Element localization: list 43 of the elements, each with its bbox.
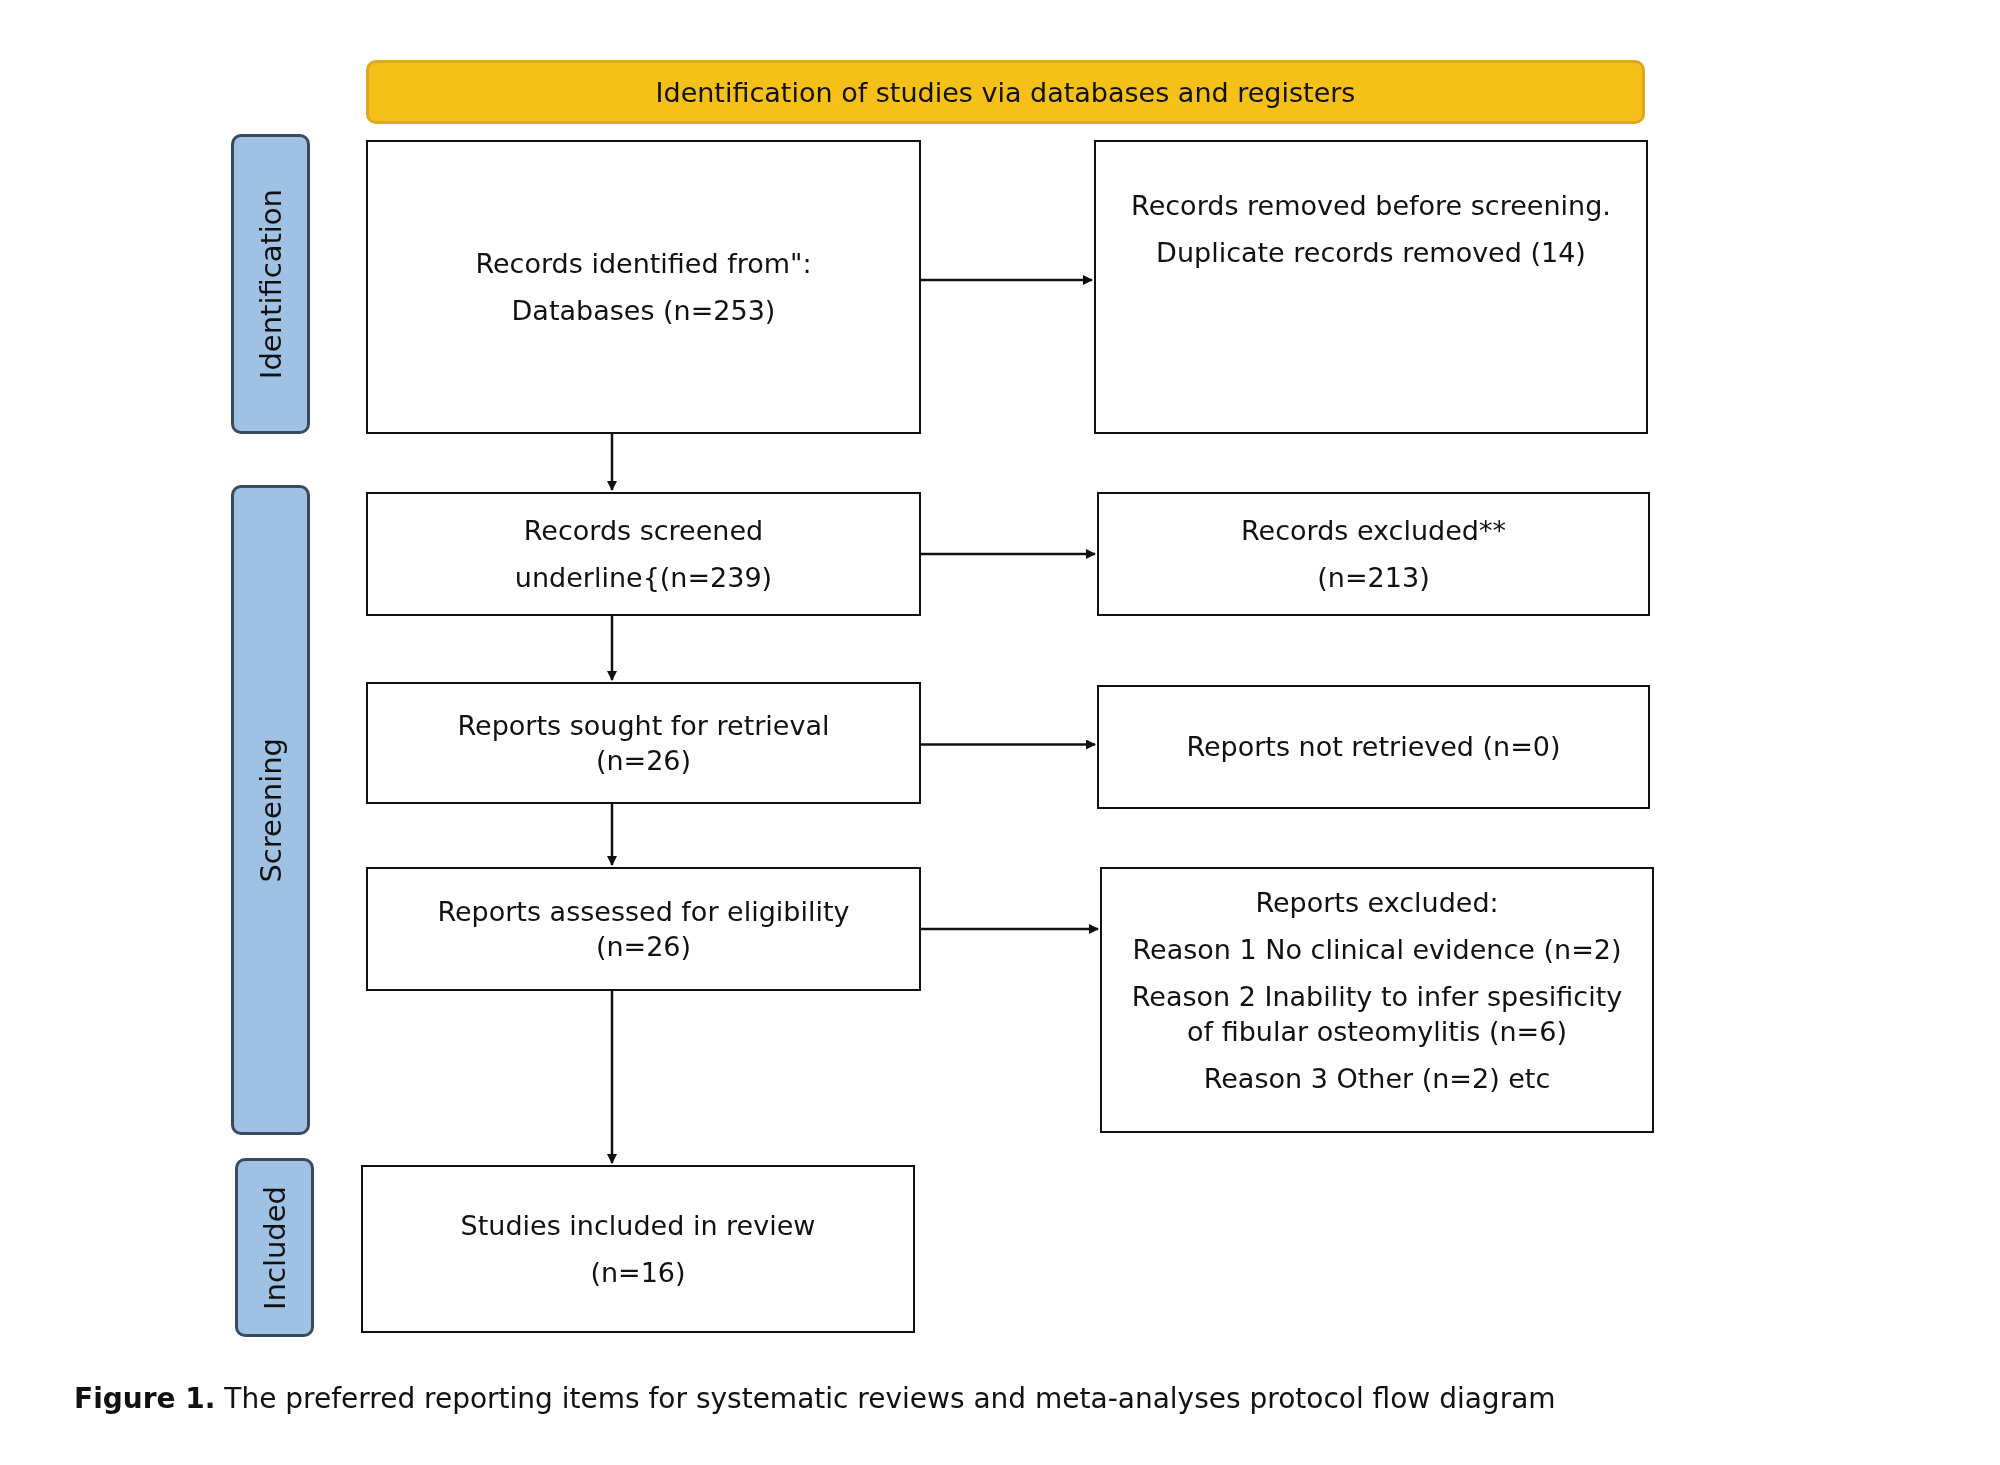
box-text: Reports sought for retrieval (n=26) [456,708,831,778]
box-text: (n=213) [1317,561,1430,595]
box-text: Reason 2 Inability to infer spesificity of fibular osteomylitis (n=6) [1130,980,1624,1050]
arrow [607,804,617,866]
box-text: Reason 3 Other (n=2) etc [1203,1062,1551,1097]
box-text: Duplicate records removed (14) [1156,236,1586,271]
phase-band [231,485,310,1135]
phase-band [231,134,310,434]
box-text: (n=16) [590,1256,686,1290]
box-text: Records excluded** [1241,513,1506,548]
process-box [366,140,921,434]
box-text: Records identified from": [475,246,812,281]
box-text: Reports assessed for eligibility (n=26) [436,894,851,964]
arrow [921,924,1099,934]
box-text: Reports not retrieved (n=0) [1186,730,1561,765]
box-text: Records removed before screening. [1131,189,1611,223]
box-text: Reason 1 No clinical evidence (n=2) [1132,933,1622,968]
process-box [1097,685,1650,809]
phase-label: Identification [253,188,288,380]
box-text: underline{(n=239) [514,561,773,595]
arrow [921,549,1096,559]
arrow [921,739,1096,750]
figure-caption: Figure 1. The preferred reporting items for systematic reviews and meta-analyses protocol flow diagram [74,1382,1556,1415]
arrow [607,991,617,1164]
banner-title: Identification of studies via databases and registers [655,76,1356,108]
box-text: Reports excluded: [1255,886,1499,920]
phase-band [235,1158,314,1337]
section-banner [366,60,1645,124]
box-text: Records screened [523,513,764,548]
process-box [366,492,921,616]
arrow [607,434,617,491]
arrow [921,275,1093,285]
box-text: Studies included in review [460,1208,816,1243]
phase-label: Screening [253,737,288,883]
process-box [1097,492,1650,616]
process-box [1094,140,1648,434]
process-box [366,682,921,804]
box-text: Databases (n=253) [511,294,776,328]
phase-label: Included [257,1185,292,1310]
process-box [361,1165,915,1333]
process-box [1100,867,1654,1133]
process-box [366,867,921,991]
arrow [607,616,617,681]
